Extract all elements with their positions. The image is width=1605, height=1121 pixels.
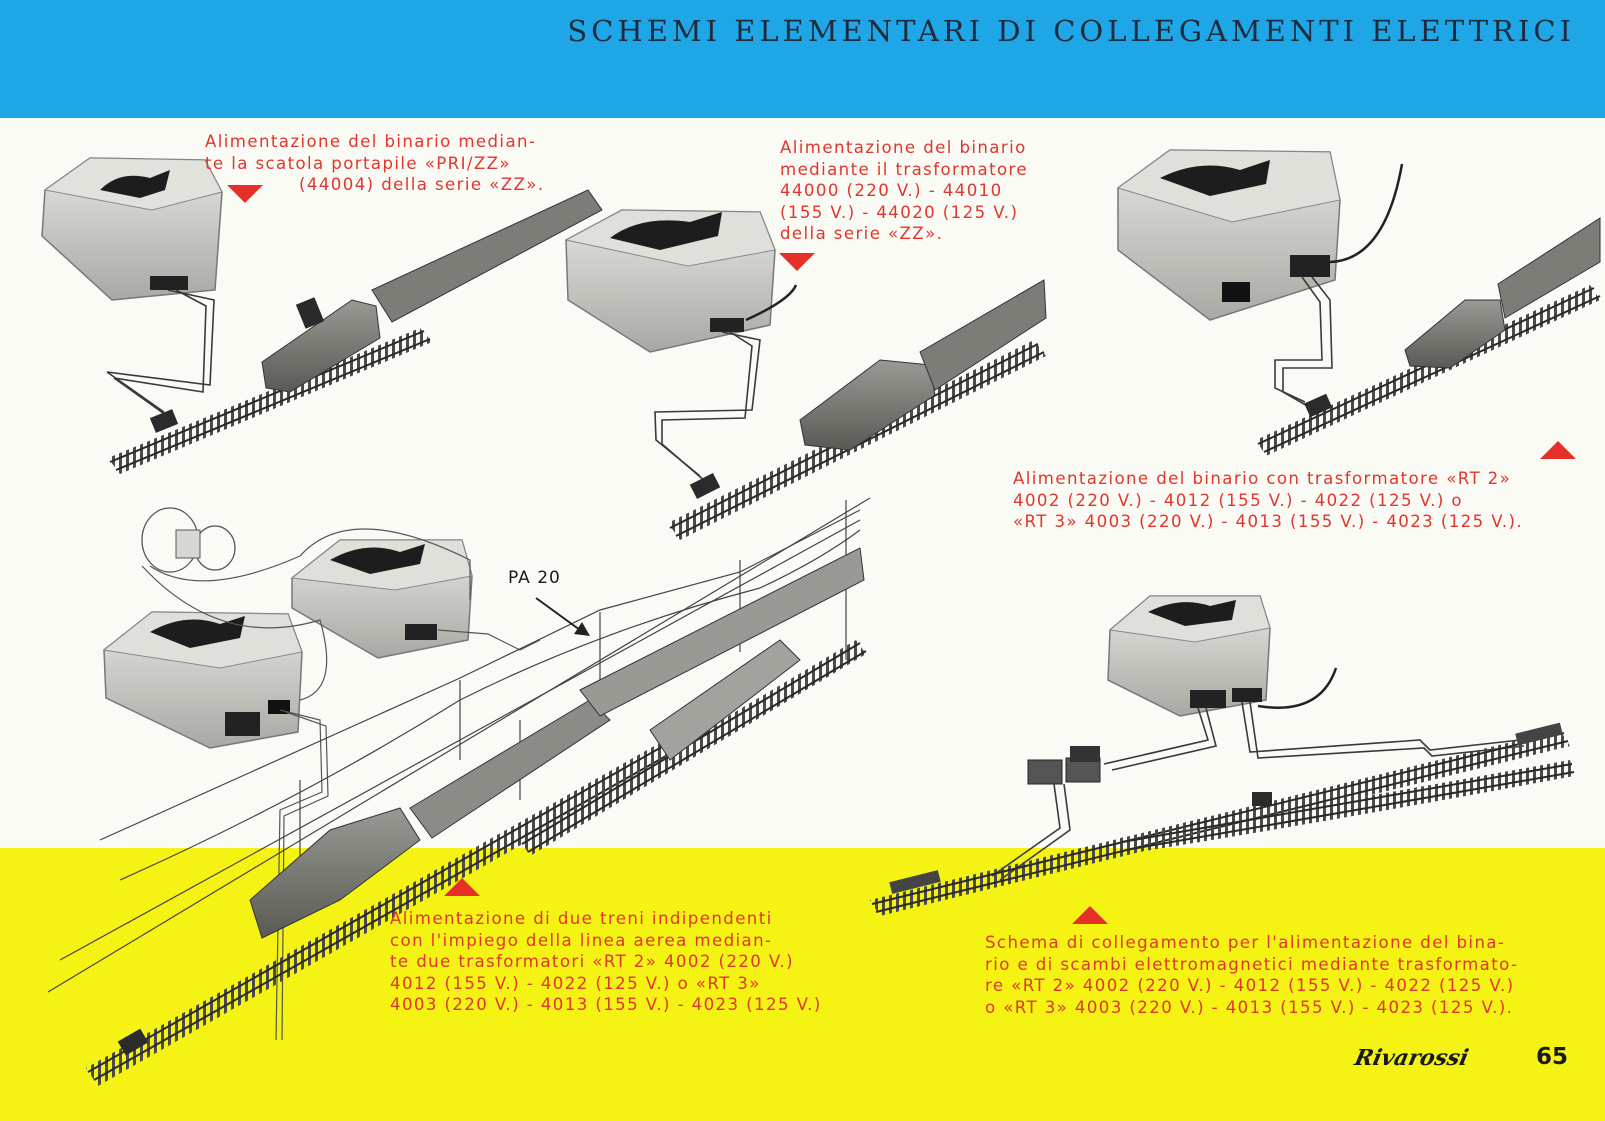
page-title: SCHEMI ELEMENTARI DI COLLEGAMENTI ELETTR… [567, 14, 1575, 48]
track-icon [1256, 285, 1601, 456]
caption-line: rio e di scambi elettromagnetici mediant… [985, 954, 1519, 974]
locomotive-icon [249, 547, 865, 939]
diagram-caption: Alimentazione di due treni indipendenti … [390, 908, 822, 1016]
diagram-caption: Schema di collegamento per l'alimentazio… [985, 932, 1518, 1018]
brand-logo: Rivarossi [1352, 1045, 1471, 1071]
caption-line: re «RT 2» 4002 (220 V.) - 4012 (155 V.) … [985, 976, 1515, 995]
caption-line: Alimentazione del binario median- [205, 132, 537, 151]
transformer-icon [564, 209, 798, 353]
caption-line: 4012 (155 V.) - 4022 (125 V.) o «RT 3» [390, 973, 761, 993]
callout-label: PA 20 [508, 568, 561, 588]
switch-icon [1027, 746, 1101, 785]
caption-line: (155 V.) - 44020 (125 V.) [780, 202, 1019, 222]
track-icon [86, 640, 867, 1086]
marker-triangle [227, 185, 263, 203]
diagram-caption: Alimentazione del binario median- te la … [205, 131, 545, 196]
caption-line: te due trasformatori «RT 2» 4002 (220 V.… [390, 952, 795, 971]
locomotive-icon [261, 189, 603, 393]
caption-line: Schema di collegamento per l'alimentazio… [985, 933, 1506, 952]
caption-line: 4003 (220 V.) - 4013 (155 V.) - 4023 (12… [390, 995, 822, 1014]
diagram-caption: Alimentazione del binario con trasformat… [1013, 468, 1523, 533]
battery-box-icon [41, 157, 223, 301]
transformer-icon [102, 611, 303, 749]
marker-triangle [1540, 441, 1576, 459]
caption-line: Alimentazione di due treni indipendenti [390, 909, 773, 928]
caption-line: te la scatola portapile «PRI/ZZ» [205, 153, 511, 173]
marker-triangle [1072, 906, 1108, 924]
track-icon [870, 722, 1575, 916]
wire-icon [1274, 276, 1333, 409]
locomotive-icon [799, 279, 1047, 451]
marker-triangle [444, 878, 480, 896]
transformer-icon [1116, 149, 1404, 321]
caption-line: mediante il trasformatore [780, 159, 1029, 179]
caption-line: 4002 (220 V.) - 4012 (155 V.) - 4022 (12… [1013, 490, 1463, 510]
caption-line: con l'impiego della linea aerea median- [390, 930, 773, 950]
locomotive-icon [1404, 217, 1601, 369]
caption-line: «RT 3» 4003 (220 V.) - 4013 (155 V.) - 4… [1013, 512, 1524, 531]
transformer-icon [1107, 595, 1338, 717]
header-band [0, 0, 1605, 118]
caption-line: Alimentazione del binario [780, 138, 1027, 157]
caption-line: della serie «ZZ». [780, 224, 944, 243]
arrow-icon [535, 597, 590, 636]
track-icon [108, 328, 432, 474]
caption-line: (44004) della serie «ZZ». [299, 175, 545, 194]
catenary-icon [47, 497, 871, 993]
lamp-icon [141, 507, 236, 573]
marker-triangle [779, 253, 815, 271]
diagram-caption: Alimentazione del binario mediante il tr… [780, 137, 1028, 245]
caption-line: 44000 (220 V.) - 44010 [780, 181, 1003, 200]
page-number: 65 [1536, 1044, 1569, 1070]
wire-icon [106, 289, 215, 419]
caption-line: o «RT 3» 4003 (220 V.) - 4013 (155 V.) -… [985, 997, 1514, 1017]
wire-icon [654, 331, 761, 483]
caption-line: Alimentazione del binario con trasformat… [1013, 469, 1512, 488]
transformer-icon [290, 539, 473, 659]
